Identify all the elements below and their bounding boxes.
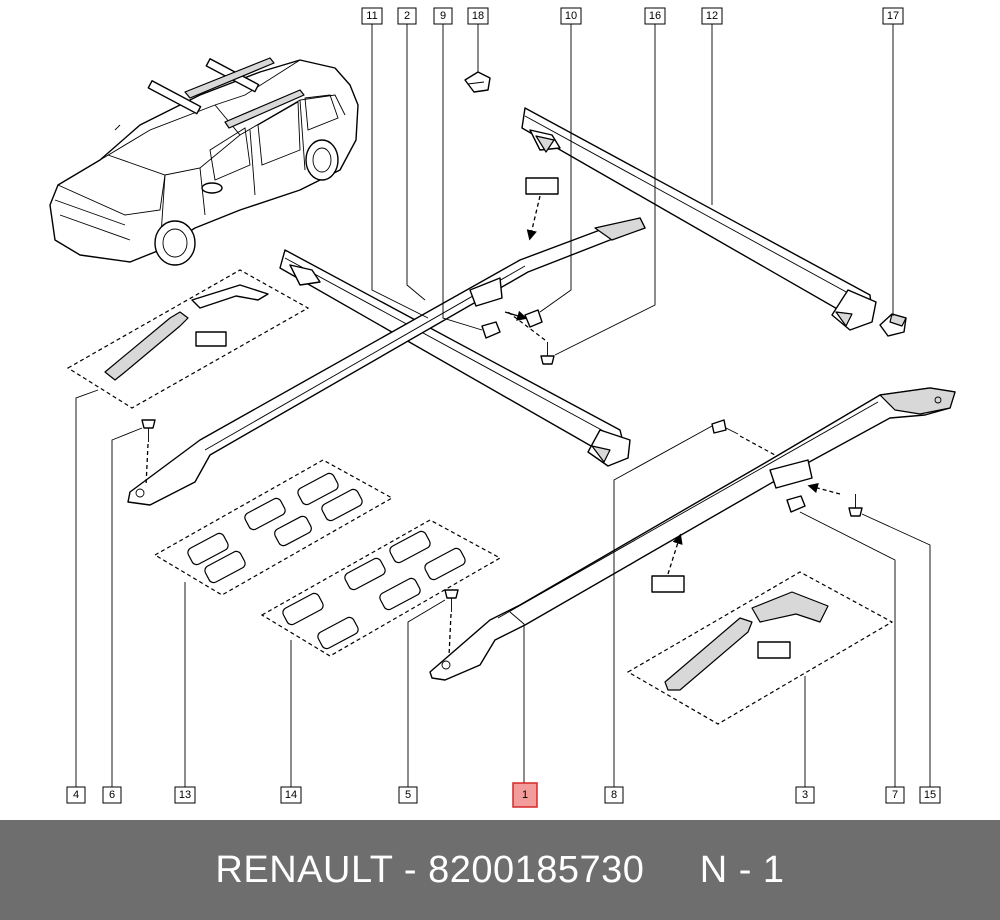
part-info-text: RENAULT - 8200185730 N - 1 — [215, 849, 784, 892]
callout-1-highlighted[interactable]: 1 — [512, 782, 538, 808]
parts-diagram: 11 2 9 18 10 16 12 17 4 6 13 14 5 1 8 3 — [49, 7, 956, 808]
cross-bar-rear — [521, 107, 877, 331]
svg-text:9: 9 — [440, 10, 446, 22]
cover-kit-right — [626, 571, 894, 725]
callout-3: 3 — [795, 786, 815, 804]
pad-kit-13 — [153, 459, 394, 596]
svg-text:17: 17 — [887, 10, 899, 22]
svg-text:13: 13 — [179, 789, 191, 801]
callout-2: 2 — [397, 7, 417, 25]
callout-9: 9 — [433, 7, 453, 25]
part-number: 8200185730 — [428, 848, 645, 891]
callout-13: 13 — [174, 786, 196, 804]
direction-markers — [525, 177, 685, 593]
svg-text:11: 11 — [366, 10, 377, 22]
svg-text:5: 5 — [405, 789, 411, 801]
svg-text:10: 10 — [565, 10, 577, 22]
roof-rail-left — [127, 217, 646, 506]
callout-16: 16 — [644, 7, 666, 25]
svg-text:7: 7 — [892, 789, 898, 801]
svg-text:4: 4 — [73, 789, 79, 801]
brand-name: RENAULT — [215, 848, 393, 891]
svg-text:12: 12 — [706, 10, 718, 22]
svg-text:3: 3 — [802, 789, 808, 801]
svg-text:6: 6 — [109, 789, 115, 801]
callout-11: 11 — [361, 7, 383, 25]
cover-kit-left — [66, 269, 310, 409]
part-info-footer: RENAULT - 8200185730 N - 1 — [0, 820, 1000, 920]
svg-text:8: 8 — [611, 789, 617, 801]
leader-lines — [75, 24, 931, 787]
callout-15: 15 — [919, 786, 941, 804]
vehicle-illustration — [49, 57, 359, 266]
svg-text:2: 2 — [404, 10, 410, 22]
clip-part — [464, 71, 491, 93]
end-cap — [879, 313, 907, 337]
callout-5: 5 — [398, 786, 418, 804]
svg-text:1: 1 — [522, 789, 528, 801]
fasteners — [141, 309, 863, 657]
pad-kit-14 — [260, 519, 502, 657]
position-label: N - 1 — [699, 848, 785, 891]
callout-14: 14 — [280, 786, 302, 804]
svg-text:14: 14 — [285, 789, 297, 801]
callout-7: 7 — [885, 786, 905, 804]
svg-text:16: 16 — [649, 10, 661, 22]
svg-text:18: 18 — [472, 10, 484, 22]
separator: - — [403, 848, 417, 891]
callout-8: 8 — [604, 786, 624, 804]
callout-18: 18 — [467, 7, 489, 25]
callout-17: 17 — [882, 7, 904, 25]
roof-rail-right — [429, 387, 956, 681]
callout-10: 10 — [560, 7, 582, 25]
callout-6: 6 — [102, 786, 122, 804]
callout-12: 12 — [701, 7, 723, 25]
callout-4: 4 — [66, 786, 86, 804]
svg-text:15: 15 — [924, 789, 936, 801]
cross-bar-front — [279, 249, 631, 467]
